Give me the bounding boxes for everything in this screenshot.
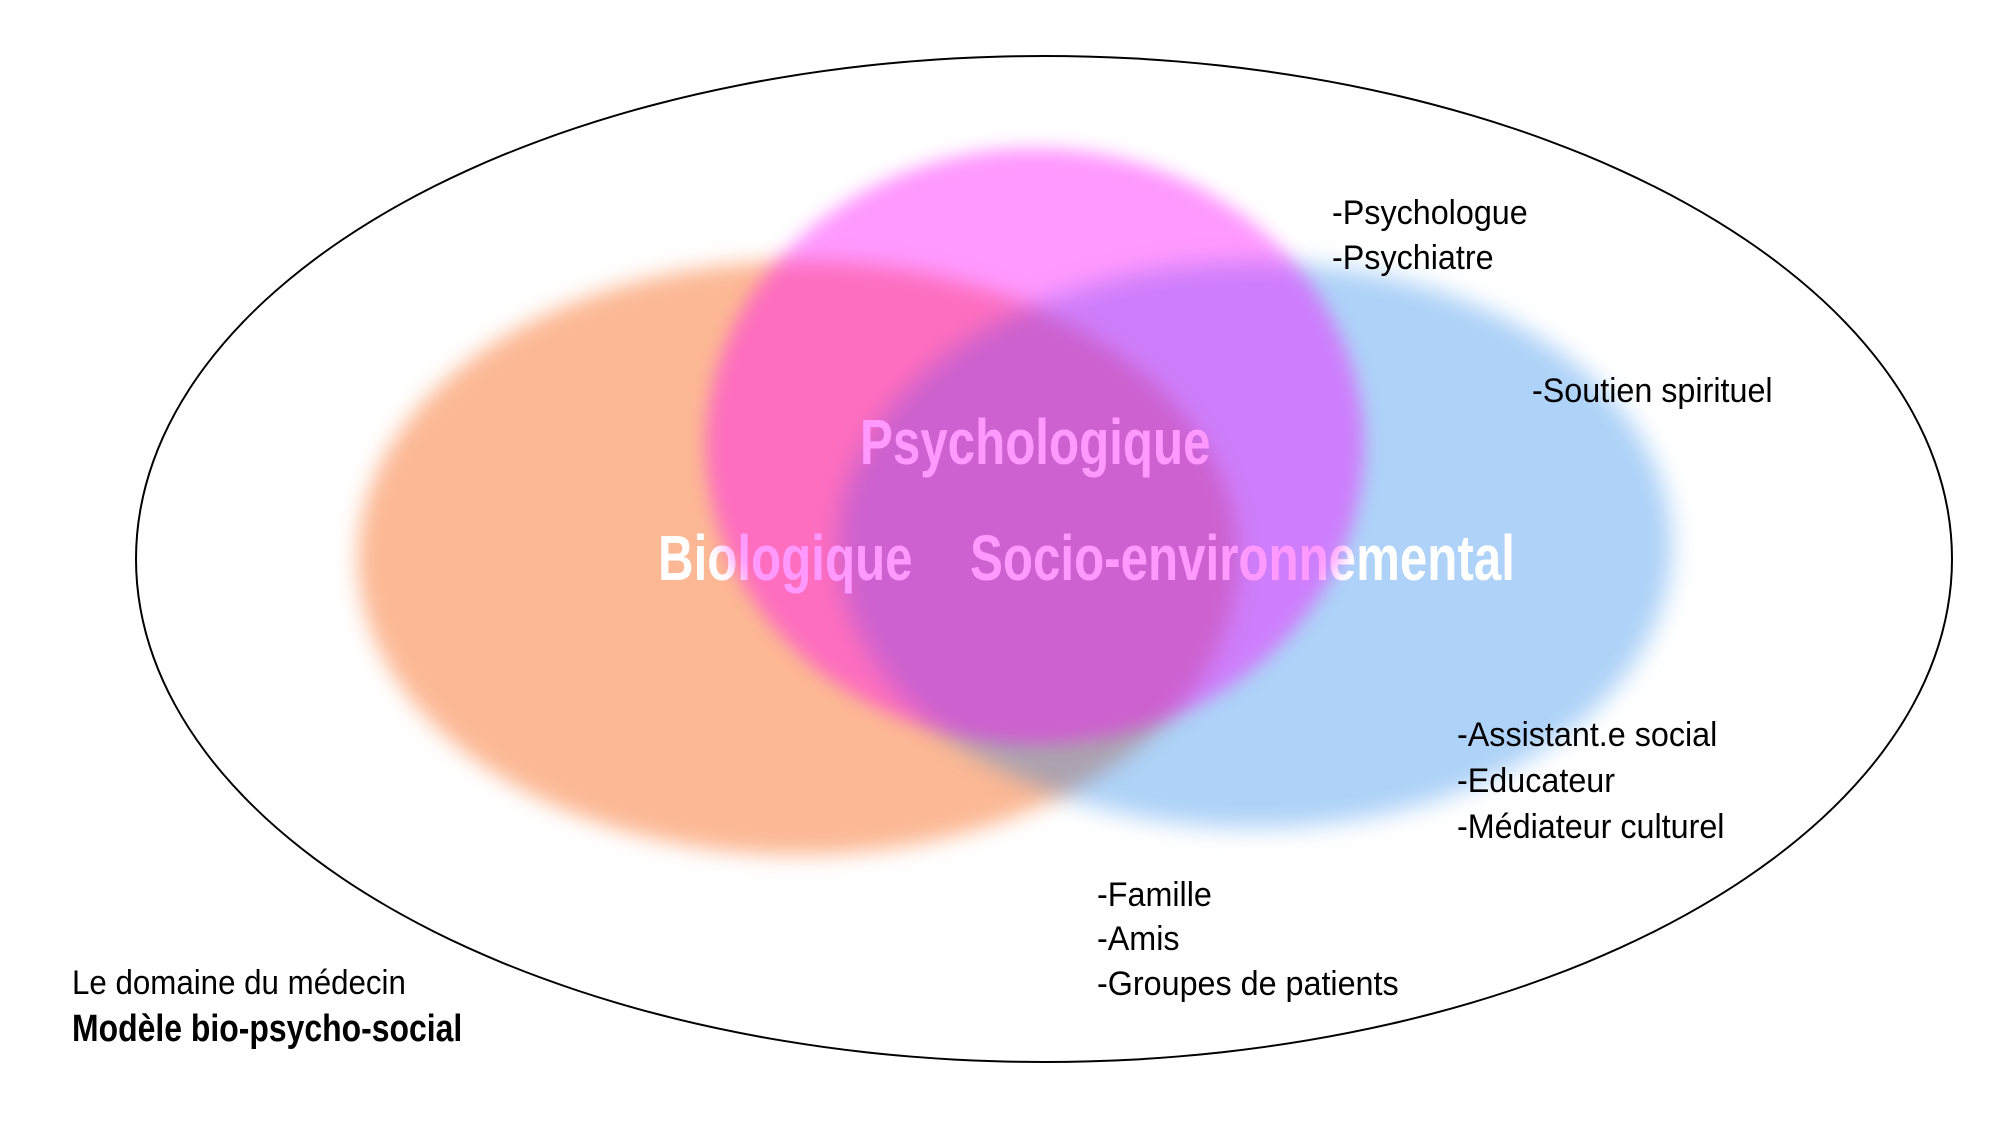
- caption-modele-title: Modèle bio-psycho-social: [72, 1008, 463, 1050]
- annotation-psychiatre: -Psychiatre: [1332, 239, 1494, 277]
- annotation-groupes-patients: -Groupes de patients: [1097, 965, 1399, 1003]
- annotation-mediateur-culturel: -Médiateur culturel: [1457, 808, 1725, 846]
- caption-domaine-medecin: Le domaine du médecin: [72, 964, 406, 1002]
- annotation-soutien-spirituel: -Soutien spirituel: [1532, 372, 1773, 410]
- annotation-assistant-social: -Assistant.e social: [1457, 716, 1718, 754]
- annotation-psychologue: -Psychologue: [1332, 194, 1528, 232]
- annotation-famille: -Famille: [1097, 876, 1212, 914]
- domain-boundary-ellipse: [135, 55, 1953, 1063]
- annotation-amis: -Amis: [1097, 920, 1180, 958]
- annotation-educateur: -Educateur: [1457, 762, 1616, 800]
